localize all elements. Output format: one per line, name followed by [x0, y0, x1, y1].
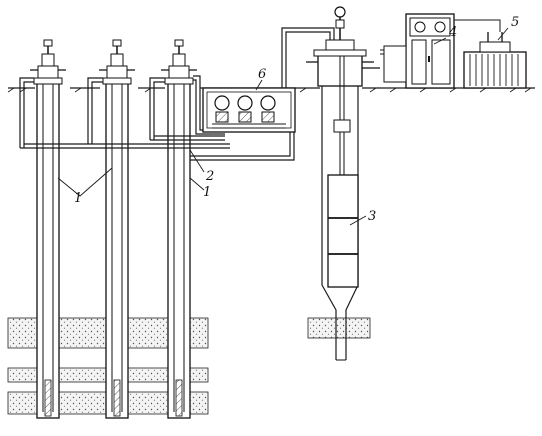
transformer [454, 19, 527, 89]
feed-pipe [281, 27, 335, 88]
injection-well-1 [30, 39, 66, 419]
pump-station [202, 87, 296, 133]
callout-1-right: 1 [203, 185, 211, 200]
injection-well-2 [99, 39, 135, 419]
callout-1-left: 1 [74, 191, 82, 206]
leader-lines [57, 27, 509, 226]
control-cabinet [380, 13, 455, 89]
callout-4: 4 [448, 25, 457, 40]
callout-5: 5 [511, 15, 519, 30]
callout-2: 2 [205, 169, 214, 184]
callout-3: 3 [368, 209, 376, 224]
injection-well-3 [161, 39, 197, 419]
ground-surface [7, 87, 535, 93]
callout-6: 6 [258, 67, 266, 82]
production-well [306, 6, 380, 361]
